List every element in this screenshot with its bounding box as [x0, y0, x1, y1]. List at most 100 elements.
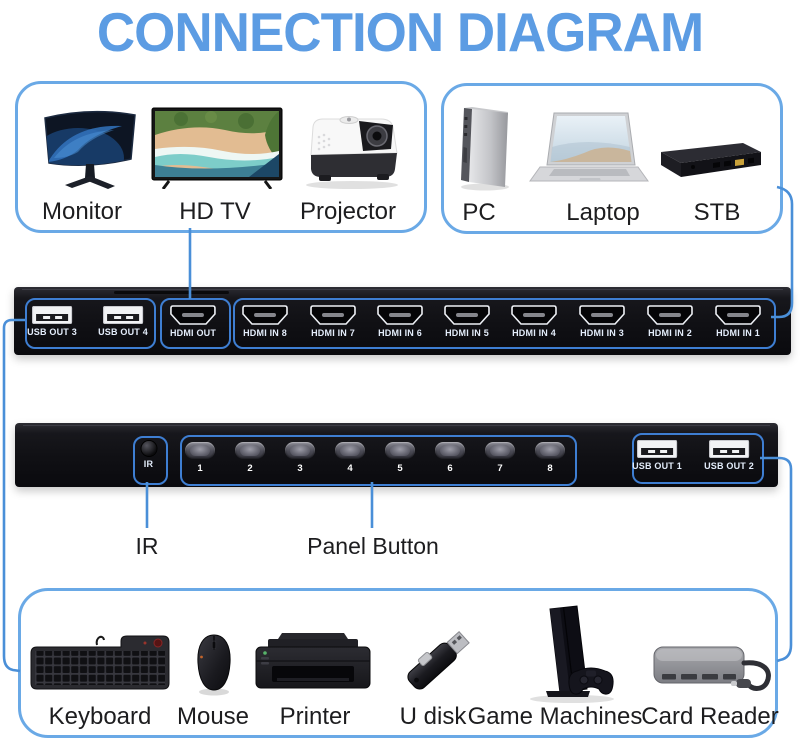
panel-button-6[interactable]: 6: [435, 442, 465, 474]
projector-icon: [306, 116, 398, 189]
button-icon[interactable]: [285, 442, 315, 459]
hdmi-out: HDMI OUT: [170, 305, 216, 338]
usb-out-3-label: USB OUT 3: [27, 327, 77, 337]
hdmi-in-1-label: HDMI IN 1: [716, 328, 760, 338]
monitor-label: Monitor: [41, 198, 123, 225]
button-8-label: 8: [547, 463, 553, 474]
usb-flash-drive-icon: [407, 631, 470, 690]
keyboard-label: Keyboard: [48, 703, 152, 730]
hdmi-in-5-label: HDMI IN 5: [445, 328, 489, 338]
laptop-label: Laptop: [566, 199, 640, 226]
mouse-icon: [197, 634, 231, 696]
pc-label: PC: [462, 199, 496, 226]
usb-out-3: USB OUT 3: [27, 306, 77, 337]
usb-port-icon: [32, 306, 72, 324]
hdmi-in-8: HDMI IN 8: [242, 305, 288, 338]
usb-out-2: USB OUT 2: [704, 440, 754, 471]
hdtv-label: HD TV: [179, 198, 251, 225]
udisk-label: U disk: [399, 703, 467, 730]
rear-panel-notch: [114, 291, 229, 294]
switch-rear-panel: USB OUT 3 USB OUT 4 HDMI OUT HDMI IN 8 H…: [14, 287, 791, 355]
panel-button-3[interactable]: 3: [285, 442, 315, 474]
panel-button-5[interactable]: 5: [385, 442, 415, 474]
button-icon[interactable]: [485, 442, 515, 459]
hdmi-in-3: HDMI IN 3: [579, 305, 625, 338]
hdmi-in-6-label: HDMI IN 6: [378, 328, 422, 338]
usb-out-2-label: USB OUT 2: [704, 461, 754, 471]
printer-label: Printer: [279, 703, 351, 730]
rear-usb-out-group: [25, 298, 156, 349]
panel-button-callout-label: Panel Button: [307, 533, 439, 559]
page-title: CONNECTION DIAGRAM: [96, 2, 704, 64]
ir-sensor: IR: [141, 441, 156, 469]
projector-label: Projector: [299, 198, 397, 225]
ir-group: [133, 436, 168, 485]
hdmi-out-label: HDMI OUT: [169, 328, 217, 338]
usb-port-icon: [103, 306, 143, 324]
hdmi-in-1: HDMI IN 1: [715, 305, 761, 338]
button-2-label: 2: [247, 463, 253, 474]
hdmi-port-icon: [715, 305, 761, 325]
hdmi-port-icon: [170, 305, 216, 325]
usb-port-icon: [709, 440, 749, 458]
usb-out-4: USB OUT 4: [98, 306, 148, 337]
ir-sensor-icon: [141, 441, 156, 456]
hdmi-in-7-label: HDMI IN 7: [311, 328, 355, 338]
button-icon[interactable]: [385, 442, 415, 459]
ir-sensor-label: IR: [143, 459, 154, 469]
hdmi-port-icon: [310, 305, 356, 325]
card-reader-label: Card Reader: [641, 703, 779, 730]
usb-port-icon: [637, 440, 677, 458]
hdmi-port-icon: [511, 305, 557, 325]
usb-out-1: USB OUT 1: [632, 440, 682, 471]
hdmi-in-7: HDMI IN 7: [310, 305, 356, 338]
ir-callout-label: IR: [135, 533, 159, 559]
hdmi-in-4: HDMI IN 4: [511, 305, 557, 338]
button-icon[interactable]: [185, 442, 215, 459]
card-reader-icon: [653, 646, 771, 691]
hdmi-port-icon: [647, 305, 693, 325]
monitor-icon: [44, 110, 136, 189]
peripheral-devices-group: Keyboard Mouse Printer U disk Game Machi…: [18, 588, 779, 738]
hdmi-in-2-label: HDMI IN 2: [648, 328, 692, 338]
button-3-label: 3: [297, 463, 303, 474]
panel-button-7[interactable]: 7: [485, 442, 515, 474]
hdmi-in-8-label: HDMI IN 8: [243, 328, 287, 338]
button-4-label: 4: [347, 463, 353, 474]
hdmi-in-5: HDMI IN 5: [444, 305, 490, 338]
hdmi-port-icon: [579, 305, 625, 325]
hdmi-in-4-label: HDMI IN 4: [512, 328, 556, 338]
hdmi-port-icon: [444, 305, 490, 325]
button-icon[interactable]: [535, 442, 565, 459]
hdmi-out-group: [160, 298, 231, 349]
button-icon[interactable]: [335, 442, 365, 459]
usb-out-4-label: USB OUT 4: [98, 327, 148, 337]
stb-label: STB: [693, 199, 741, 226]
keyboard-icon: [30, 635, 170, 690]
usb-out-1-label: USB OUT 1: [632, 461, 682, 471]
button-7-label: 7: [497, 463, 503, 474]
hdmi-in-group: [233, 298, 776, 349]
button-icon[interactable]: [235, 442, 265, 459]
game-machines-label: Game Machines: [467, 703, 643, 730]
button-icon[interactable]: [435, 442, 465, 459]
button-5-label: 5: [397, 463, 403, 474]
display-devices-group: Monitor HD TV Projector: [15, 81, 427, 233]
game-console-icon: [530, 605, 614, 703]
panel-button-1[interactable]: 1: [185, 442, 215, 474]
source-devices-group: PC Laptop STB: [441, 83, 783, 234]
hdmi-port-icon: [242, 305, 288, 325]
pc-icon: [461, 107, 509, 191]
panel-button-2[interactable]: 2: [235, 442, 265, 474]
mouse-label: Mouse: [176, 703, 250, 730]
switch-front-panel: IR 1 2 3 4 5 6 7: [15, 423, 778, 487]
hdtv-icon: [151, 107, 283, 189]
panel-button-8[interactable]: 8: [535, 442, 565, 474]
hdmi-in-2: HDMI IN 2: [647, 305, 693, 338]
hdmi-in-3-label: HDMI IN 3: [580, 328, 624, 338]
panel-buttons-group: [180, 435, 577, 486]
stb-icon: [661, 143, 761, 177]
hdmi-port-icon: [377, 305, 423, 325]
panel-button-4[interactable]: 4: [335, 442, 365, 474]
